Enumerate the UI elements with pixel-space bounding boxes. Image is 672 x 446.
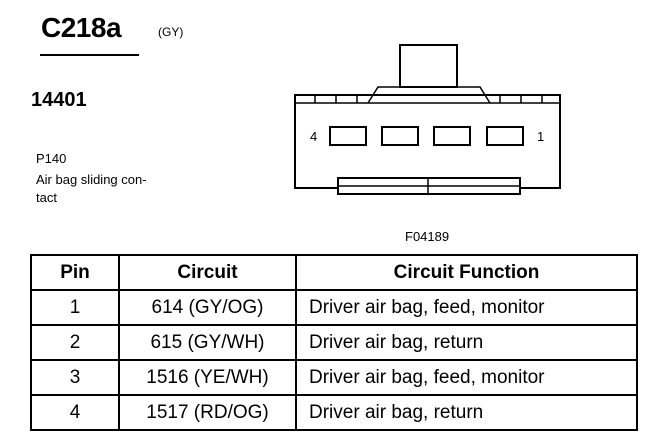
header-circuit: Circuit	[118, 254, 297, 291]
location-code: P140	[36, 151, 67, 166]
table-row: 4 1517 (RD/OG) Driver air bag, return	[30, 394, 638, 431]
cell-function: Driver air bag, feed, monitor	[295, 359, 638, 396]
connector-color: (GY)	[158, 25, 184, 39]
cell-function: Driver air bag, feed, monitor	[295, 289, 638, 326]
pin-table: Pin Circuit Circuit Function 1 614 (GY/O…	[30, 254, 638, 431]
pin-cavity-3	[381, 126, 419, 146]
pin-label-left: 4	[310, 129, 317, 144]
pin-label-right: 1	[537, 129, 544, 144]
cell-circuit: 614 (GY/OG)	[118, 289, 297, 326]
cell-circuit: 1517 (RD/OG)	[118, 394, 297, 431]
pin-cavity-1	[486, 126, 524, 146]
connector-latch-tab	[399, 44, 458, 88]
cell-function: Driver air bag, return	[295, 394, 638, 431]
connector-body	[294, 94, 561, 189]
header-pin: Pin	[30, 254, 120, 291]
cell-pin: 1	[30, 289, 120, 326]
table-row: 1 614 (GY/OG) Driver air bag, feed, moni…	[30, 289, 638, 326]
component-description: Air bag sliding con- tact	[36, 172, 147, 205]
cell-circuit: 1516 (YE/WH)	[118, 359, 297, 396]
connector-id: C218a	[41, 12, 122, 43]
connector-ridge-ticks	[314, 95, 543, 103]
connector-id-underline	[40, 54, 139, 56]
cell-function: Driver air bag, return	[295, 324, 638, 361]
table-row: 2 615 (GY/WH) Driver air bag, return	[30, 324, 638, 361]
table-header-row: Pin Circuit Circuit Function	[30, 254, 638, 291]
figure-code: F04189	[405, 229, 450, 244]
cell-pin: 3	[30, 359, 120, 396]
part-number: 14401	[31, 89, 87, 111]
pin-cavity-4	[329, 126, 367, 146]
cell-circuit: 615 (GY/WH)	[118, 324, 297, 361]
connector-bottom-key	[337, 177, 521, 195]
pin-cavity-2	[433, 126, 471, 146]
connector-shoulder	[367, 86, 491, 104]
cell-pin: 4	[30, 394, 120, 431]
header-circuit-function: Circuit Function	[295, 254, 638, 291]
table-row: 3 1516 (YE/WH) Driver air bag, feed, mon…	[30, 359, 638, 396]
cell-pin: 2	[30, 324, 120, 361]
